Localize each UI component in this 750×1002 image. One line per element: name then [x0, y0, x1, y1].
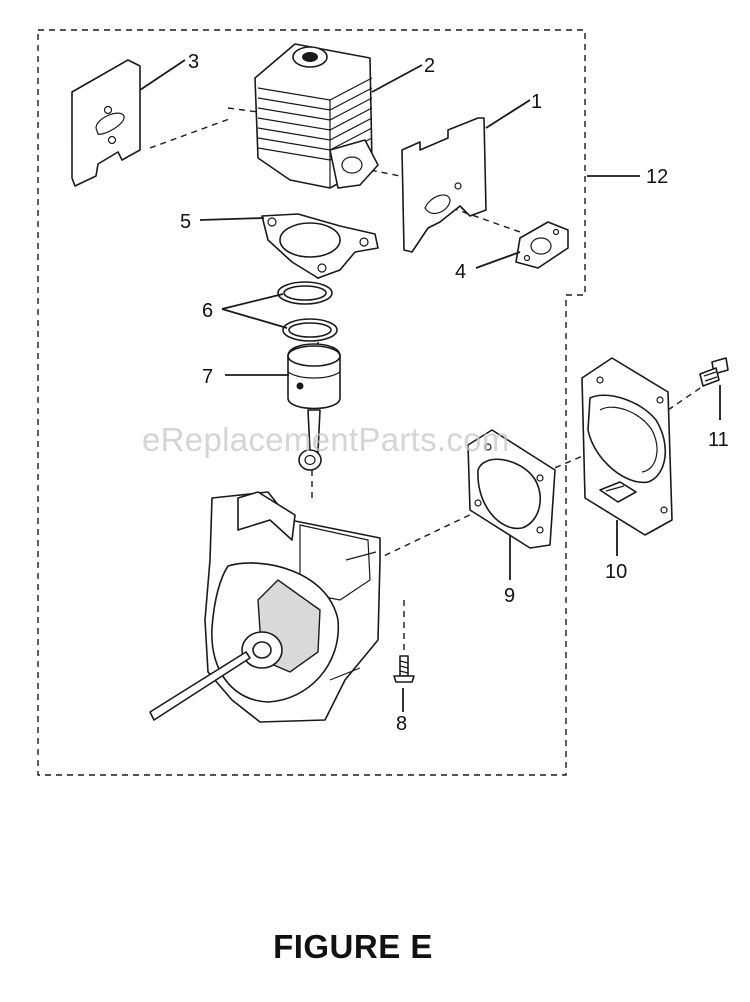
part-9-muffler-gasket	[467, 429, 556, 549]
watermark-text: eReplacementParts.com	[142, 421, 510, 458]
figure-title: FIGURE E	[273, 928, 433, 965]
part-4-intake-gasket	[515, 221, 569, 269]
part-7-piston	[287, 343, 341, 471]
part-labels: 1 2 3 4 5 6 7 8 9 10 11 12	[180, 51, 729, 735]
part-11-bolt	[699, 357, 729, 387]
label-part-2: 2	[424, 55, 435, 77]
part-3-gasket-plate	[71, 59, 141, 187]
part-2-cylinder	[254, 43, 379, 189]
label-part-5: 5	[180, 211, 191, 233]
label-part-8: 8	[396, 713, 407, 735]
label-part-12: 12	[646, 166, 668, 188]
label-part-11: 11	[708, 429, 729, 451]
label-part-7: 7	[202, 366, 213, 388]
part-8-screw	[393, 655, 415, 683]
label-part-3: 3	[188, 51, 199, 73]
label-part-9: 9	[504, 585, 515, 607]
part-5-base-gasket	[261, 213, 379, 279]
part-1-gasket	[401, 117, 487, 253]
label-part-10: 10	[605, 561, 627, 583]
assembly-boundary	[37, 29, 586, 776]
leader-lines	[139, 59, 721, 712]
label-part-6: 6	[202, 300, 213, 322]
crankcase	[149, 491, 381, 723]
part-6-piston-rings	[277, 281, 338, 342]
label-part-4: 4	[455, 261, 466, 283]
part-10-muffler	[581, 357, 673, 536]
label-part-1: 1	[531, 91, 542, 113]
